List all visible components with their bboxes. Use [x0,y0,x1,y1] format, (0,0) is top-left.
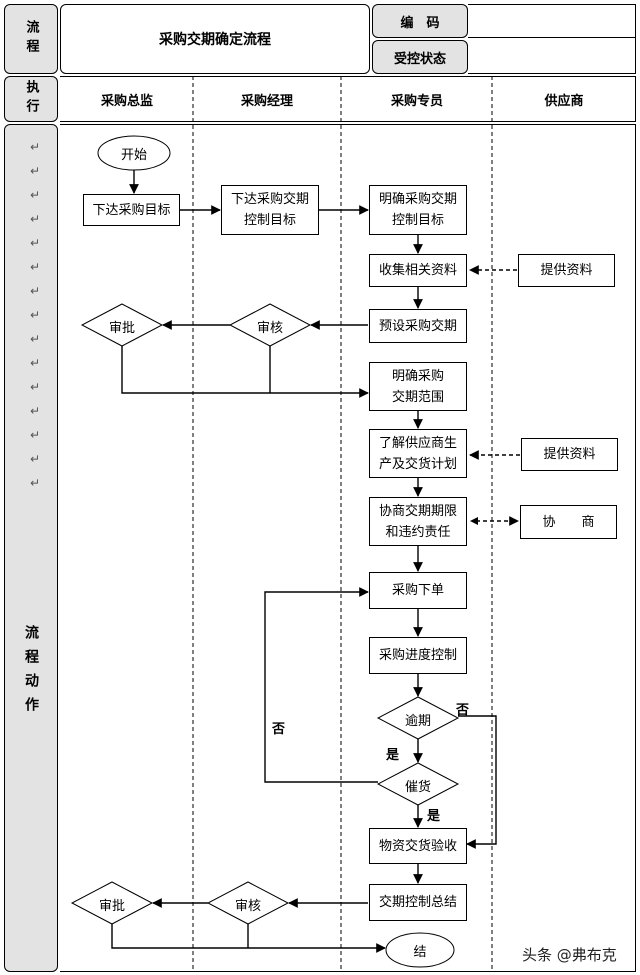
diamond-urge-label: 催货 [404,780,431,795]
lane-header-supplier: 供应商 [544,93,584,109]
node-supplier-provide-data-1: 提供资料 [518,254,615,287]
exec-label: 执行 [23,80,39,118]
code-label-cell: 编 码 [372,4,468,38]
node-define-leadtime-target: 明确采购交期 控制目标 [369,185,467,235]
node-place-order: 采购下单 [369,572,467,609]
node-text-line: 明确采购交期 [378,192,457,207]
return-mark: ↵ [30,404,41,418]
return-mark: ↵ [30,212,41,226]
end-ellipse [385,932,455,968]
status-label-cell: 受控状态 [372,40,468,74]
diamond-review-2-label: 审核 [234,899,261,914]
lane-header-director: 采购总监 [100,93,153,109]
edge-label-no-urge: 否 [272,722,286,737]
node-supplier-negotiate: 协 商 [520,505,617,539]
status-label: 受控状态 [393,51,446,67]
lane-header-specialist: 采购专员 [390,93,443,109]
node-issue-leadtime-target: 下达采购交期 控制目标 [221,185,319,235]
page-title-box: 采购交期确定流程 [60,4,370,74]
node-text-line: 协商交期期限 [378,503,457,519]
lane-header-row [60,76,636,122]
side-label-cell: 流程动作 [4,124,58,972]
return-mark: ↵ [30,308,41,322]
diamond-overdue-label: 逾期 [404,714,431,729]
code-label: 编 码 [400,15,440,31]
return-mark: ↵ [30,284,41,298]
edge-label-yes-urge: 是 [427,809,441,824]
diamond-approve-2-label: 审批 [98,899,125,914]
flow-label-cell: 流程 [4,4,58,74]
return-mark: ↵ [30,188,41,202]
node-supplier-provide-data-2: 提供资料 [521,438,618,471]
node-text-line: 和违约责任 [385,524,451,540]
return-mark: ↵ [30,140,41,154]
exec-label-cell: 执行 [4,76,58,122]
node-define-leadtime-range: 明确采购 交期范围 [369,362,467,411]
node-text-line: 控制目标 [243,213,296,228]
node-collect-data: 收集相关资料 [369,254,467,287]
lane-header-manager: 采购经理 [240,93,293,109]
flow-area-border [60,124,636,972]
return-mark: ↵ [30,452,41,466]
watermark-text: 头条 @弗布克 [522,946,617,964]
edge-label-yes-overdue: 是 [386,748,400,763]
return-mark: ↵ [30,236,41,250]
diamond-review-1-label: 审核 [256,321,283,336]
edge-label-no-overdue: 否 [456,703,470,718]
node-negotiate-terms: 协商交期期限 和违约责任 [369,497,467,546]
node-progress-control: 采购进度控制 [369,637,467,674]
return-mark: ↵ [30,260,41,274]
node-text-line: 产及交货计划 [378,456,457,472]
return-mark: ↵ [30,476,41,490]
node-text-line: 交期范围 [391,389,444,405]
node-leadtime-summary: 交期控制总结 [369,884,467,921]
node-text-line: 下达采购交期 [230,192,309,207]
node-text-line: 明确采购 [391,368,444,384]
side-label: 流程动作 [23,625,39,721]
node-understand-supplier-plan: 了解供应商生 产及交货计划 [369,429,467,478]
node-delivery-inspection: 物资交货验收 [369,828,467,864]
page-title: 采购交期确定流程 [159,32,271,48]
node-preset-leadtime: 预设采购交期 [369,309,467,343]
flow-label: 流程 [23,20,39,58]
start-node: 开始 [120,148,147,163]
diamond-approve-1-label: 审批 [108,321,135,336]
node-text-line: 控制目标 [391,213,444,228]
end-node: 结 [413,945,427,960]
return-mark: ↵ [30,380,41,394]
status-value-cell [468,38,636,74]
node-text-line: 了解供应商生 [378,435,457,451]
code-value-cell [468,4,636,38]
node-issue-purchase-target: 下达采购目标 [83,194,180,226]
return-mark: ↵ [30,428,41,442]
return-mark: ↵ [30,332,41,346]
return-mark: ↵ [30,164,41,178]
return-mark: ↵ [30,356,41,370]
